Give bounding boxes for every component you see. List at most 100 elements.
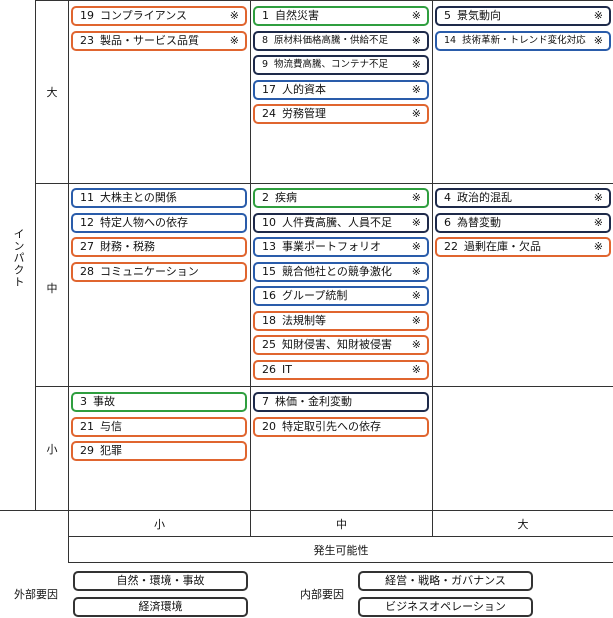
risk-number: 9 — [262, 59, 269, 70]
grid-bottom-line — [0, 510, 613, 511]
x-level-medium: 中 — [336, 518, 347, 531]
risk-number: 3 — [80, 395, 87, 408]
legend-external-label: 外部要因 — [14, 588, 58, 601]
risk-mark: ※ — [411, 191, 421, 204]
risk-item-29: 29 犯罪 — [71, 441, 247, 461]
risk-number: 20 — [262, 419, 276, 433]
risk-mark: ※ — [411, 58, 421, 71]
row-divider-2 — [35, 386, 613, 387]
risk-mark: ※ — [593, 33, 603, 47]
risk-number: 28 — [80, 264, 94, 278]
risk-item-23: 23 製品・サービス品質 ※ — [71, 30, 247, 51]
risk-item-27: 27 財務・税務 — [71, 237, 247, 257]
risk-label: 事業ポートフォリオ — [282, 240, 381, 253]
risk-label: 労務管理 — [282, 107, 326, 120]
risk-label: 過剰在庫・欠品 — [464, 240, 541, 253]
risk-number: 17 — [262, 82, 276, 96]
risk-item-22: 22 過剰在庫・欠品 ※ — [435, 237, 611, 257]
legend-management: 経営・戦略・ガバナンス — [358, 571, 533, 591]
legend-business: ビジネスオペレーション — [358, 597, 533, 617]
risk-mark: ※ — [593, 191, 603, 204]
frame-left-outer-line — [35, 0, 36, 510]
risk-item-4: 4 政治的混乱 ※ — [435, 188, 611, 208]
risk-number: 18 — [262, 313, 276, 327]
risk-label: 知財侵害、知財被侵害 — [282, 338, 392, 351]
risk-label: 大株主との関係 — [100, 191, 177, 204]
risk-label: 特定人物への依存 — [100, 215, 188, 229]
x-level-small: 小 — [154, 518, 165, 531]
risk-label: 犯罪 — [100, 444, 122, 457]
risk-number: 29 — [80, 444, 94, 457]
risk-number: 24 — [262, 107, 276, 120]
x-levels-bottom-line — [68, 536, 613, 537]
risk-mark: ※ — [411, 33, 421, 47]
y-level-medium: 中 — [46, 282, 58, 295]
risk-number: 27 — [80, 240, 94, 253]
risk-label: 法規制等 — [282, 313, 326, 327]
risk-label: 財務・税務 — [100, 240, 155, 253]
risk-mark: ※ — [229, 33, 239, 47]
risk-number: 23 — [80, 33, 94, 47]
risk-number: 1 — [262, 9, 269, 22]
risk-number: 15 — [262, 264, 276, 278]
risk-label: 与信 — [100, 419, 122, 433]
risk-number: 26 — [262, 362, 276, 376]
risk-label: 事故 — [93, 395, 115, 408]
risk-label: 景気動向 — [457, 9, 501, 22]
legend-internal-label: 内部要因 — [300, 588, 344, 601]
risk-label: 政治的混乱 — [457, 191, 512, 204]
risk-number: 2 — [262, 191, 269, 204]
frame-left-inner-line — [68, 0, 69, 562]
risk-number: 6 — [444, 215, 451, 229]
y-axis-title: インパクト — [12, 228, 25, 288]
risk-mark: ※ — [411, 240, 421, 253]
risk-number: 19 — [80, 9, 94, 22]
risk-label: 競合他社との競争激化 — [282, 264, 392, 278]
risk-label: 特定取引先への依存 — [282, 419, 381, 433]
risk-label: 原材料価格高騰・供給不足 — [274, 34, 389, 46]
risk-label: グループ統制 — [282, 289, 348, 302]
risk-item-12: 12 特定人物への依存 — [71, 212, 247, 233]
risk-label: 人件費高騰、人員不足 — [282, 215, 392, 229]
y-level-small: 小 — [46, 443, 58, 456]
risk-mark: ※ — [411, 82, 421, 96]
risk-label: 疾病 — [275, 191, 297, 204]
risk-label: コンプライアンス — [100, 9, 188, 22]
risk-number: 12 — [80, 215, 94, 229]
risk-number: 4 — [444, 191, 451, 204]
risk-item-8: 8 原材料価格高騰・供給不足 ※ — [253, 30, 429, 51]
risk-label: 人的資本 — [282, 82, 326, 96]
x-title-bottom-line — [68, 562, 613, 563]
risk-number: 22 — [444, 240, 458, 253]
risk-mark: ※ — [411, 362, 421, 376]
col-divider-2 — [432, 0, 433, 536]
risk-item-3: 3 事故 — [71, 392, 247, 412]
risk-mark: ※ — [593, 215, 603, 229]
risk-mark: ※ — [411, 338, 421, 351]
x-level-large: 大 — [517, 518, 529, 531]
risk-label: 自然災害 — [275, 9, 319, 22]
col-divider-1 — [250, 0, 251, 536]
risk-number: 8 — [262, 34, 269, 46]
risk-number: 10 — [262, 215, 276, 229]
risk-label: 製品・サービス品質 — [100, 33, 199, 47]
risk-label: 物流費高騰、コンテナ不足 — [274, 59, 389, 70]
risk-mark: ※ — [593, 240, 603, 253]
risk-number: 11 — [80, 191, 94, 204]
risk-mark: ※ — [593, 9, 603, 22]
risk-item-19: 19 コンプライアンス ※ — [71, 6, 247, 26]
risk-mark: ※ — [229, 9, 239, 22]
